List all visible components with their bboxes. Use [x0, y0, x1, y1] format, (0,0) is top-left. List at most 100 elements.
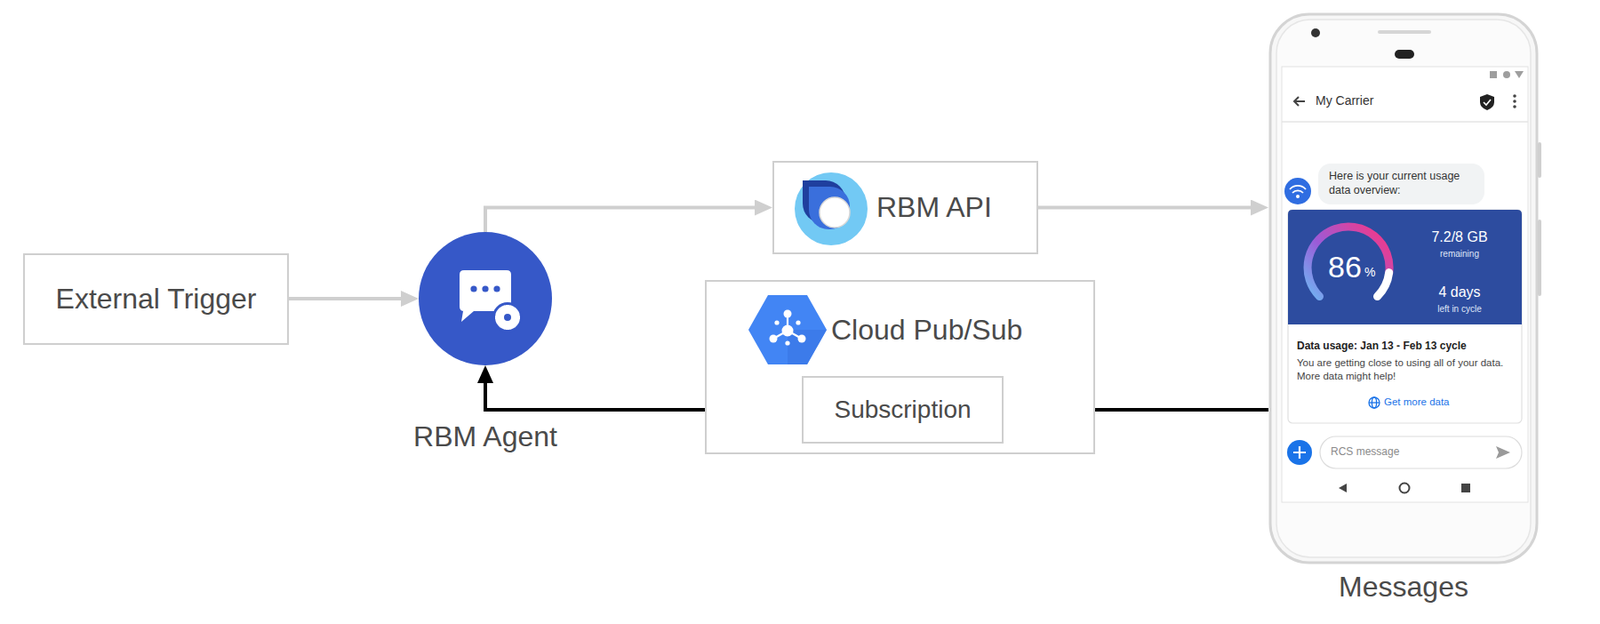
pubsub-dot [795, 320, 800, 325]
status-icons [1514, 71, 1524, 79]
wifi-icon [1292, 190, 1304, 193]
rich-card [1288, 209, 1522, 424]
flow-arrow [485, 383, 802, 410]
message-text: Here is your current usage data overview… [1328, 168, 1479, 198]
send-icon [1496, 446, 1511, 459]
menu-dots [1512, 104, 1517, 109]
app-bar-divider [1281, 120, 1528, 123]
node-label: Cloud Pub/Sub [831, 313, 1023, 347]
card-media [1288, 209, 1522, 325]
flow-arrow [1038, 206, 1251, 210]
pubsub-box: Cloud Pub/SubSubscription [704, 280, 1096, 455]
subscription-box: Subscription [801, 376, 1004, 444]
connectors [288, 208, 1269, 411]
card-action: Get more data [1384, 396, 1450, 409]
status-icons [1503, 71, 1511, 79]
gear-tooth [500, 304, 515, 330]
gear-tooth [495, 310, 520, 325]
menu-dots [1512, 99, 1517, 104]
pubsub-link [787, 330, 802, 339]
card-title: Data usage: Jan 13 - Feb 13 cycle [1296, 339, 1467, 352]
node-label: RBM API [876, 191, 992, 224]
pubsub-link [786, 313, 789, 331]
camera [1311, 28, 1320, 38]
gear-tooth [495, 314, 520, 320]
chat-dot [470, 285, 477, 292]
flow-arrow [1021, 408, 1269, 412]
wifi-icon [1289, 185, 1306, 190]
pubsub-icon [747, 294, 828, 366]
globe-icon [1368, 397, 1380, 408]
data-remaining: 7.2/8 GB [1415, 228, 1504, 246]
gear-tooth [496, 306, 519, 328]
agent-avatar [1284, 177, 1312, 205]
cycle-caption: left in cycle [1415, 304, 1504, 315]
sensor [1394, 49, 1415, 59]
gear-tooth [495, 310, 520, 325]
card-description: You are getting close to using all of yo… [1296, 356, 1516, 384]
gear-tooth [500, 304, 515, 330]
phone-screen [1281, 66, 1528, 503]
shield-check [1483, 99, 1491, 105]
pubsub-center [782, 325, 794, 337]
node-label: RBM Agent [413, 420, 558, 454]
pubsub-node [798, 335, 807, 344]
api-icon [793, 171, 869, 247]
plus-button [1287, 440, 1312, 465]
gauge-remaining [1377, 272, 1390, 297]
speaker [1377, 30, 1432, 34]
phone-body [1270, 14, 1537, 563]
plus-sign [1293, 446, 1306, 459]
pubsub-link [773, 330, 788, 339]
node-label: Subscription [833, 395, 971, 424]
shield-icon [1480, 94, 1495, 111]
pubsub-node [769, 335, 778, 344]
message-bubble [1318, 163, 1485, 205]
pubsub-shade [787, 329, 827, 365]
gear-tooth [496, 306, 519, 328]
menu-dots [1512, 94, 1517, 109]
pubsub-dot [774, 320, 779, 325]
percent-sign: % [1364, 264, 1376, 280]
flow-arrow [288, 296, 401, 301]
globe-icon [1368, 401, 1380, 403]
gear-tooth [504, 304, 511, 330]
side-button [1537, 142, 1542, 178]
flow-arrow [485, 208, 755, 233]
messages-phone: Messages [1268, 12, 1539, 565]
compose-placeholder: RCS message [1330, 445, 1400, 458]
nav-home [1400, 483, 1410, 494]
gear-body [498, 308, 517, 327]
menu-dots [1512, 94, 1517, 98]
pubsub-hexagon [748, 295, 827, 365]
back-arrow [1294, 96, 1305, 106]
api-icon-disc [794, 172, 868, 246]
nav-back [1338, 483, 1347, 493]
chat-dot [493, 285, 500, 292]
remaining-caption: remaining [1415, 248, 1504, 260]
usage-percent: 86 [1328, 248, 1362, 286]
pubsub-node [784, 310, 792, 319]
usage-gauge [1307, 226, 1390, 297]
phone-bezel [1276, 19, 1531, 558]
app-title: My Carrier [1315, 93, 1374, 109]
pubsub-dot [784, 340, 790, 345]
days-left: 4 days [1415, 283, 1504, 301]
gear-backing [492, 302, 523, 333]
side-button [1537, 219, 1542, 296]
api-box: RBM API [772, 160, 1039, 255]
agent-icon [418, 232, 552, 366]
wifi-dot [1296, 194, 1300, 199]
chat-bubble [459, 270, 512, 322]
compose-field [1320, 436, 1522, 469]
node-label: Messages [1338, 570, 1469, 604]
status-icons [1489, 71, 1497, 79]
api-icon-layer [802, 180, 846, 224]
api-icon-layer [808, 186, 850, 230]
node-label: External Trigger [56, 282, 257, 316]
api-icon-core [819, 197, 850, 228]
